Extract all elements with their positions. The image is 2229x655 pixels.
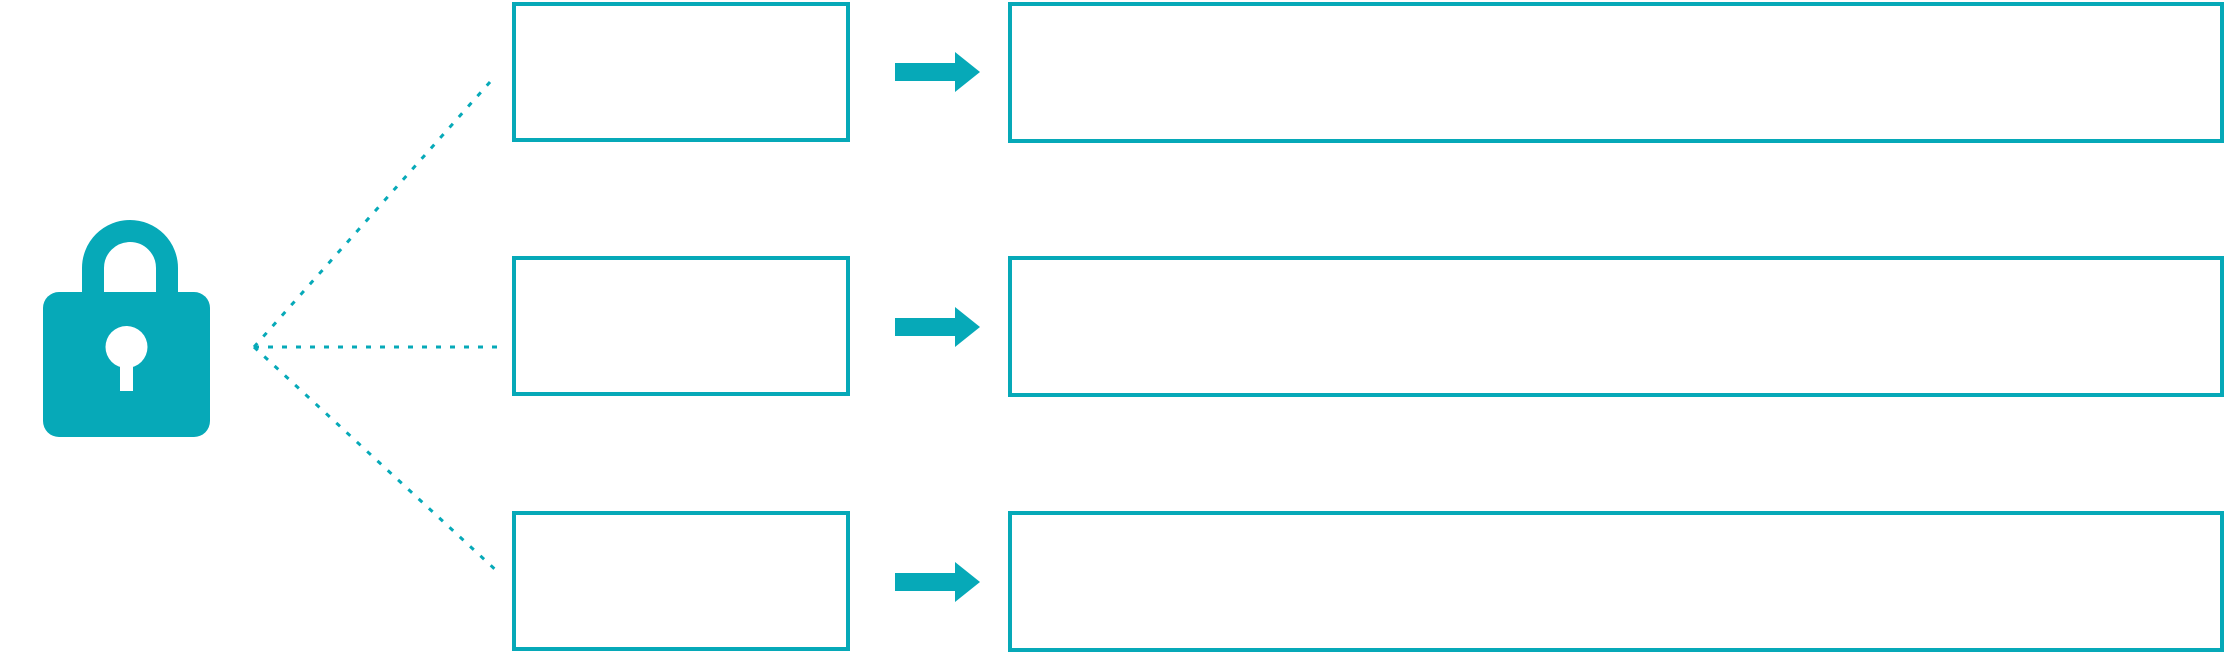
lock-icon bbox=[43, 220, 210, 437]
detail-box-2 bbox=[1008, 256, 2224, 397]
lock-keyhole-stem bbox=[120, 347, 133, 391]
arrow-right-icon bbox=[895, 562, 980, 602]
arrow-right-icon bbox=[895, 52, 980, 92]
key-box-2 bbox=[512, 256, 850, 396]
key-box-1 bbox=[512, 2, 850, 142]
key-box-3 bbox=[512, 511, 850, 651]
connector-line-top bbox=[252, 81, 492, 348]
lock-shackle bbox=[82, 220, 178, 303]
detail-box-3 bbox=[1008, 511, 2224, 652]
connector-line-bottom bbox=[252, 345, 501, 575]
arrow-right-icon bbox=[895, 307, 980, 347]
detail-box-1 bbox=[1008, 2, 2224, 143]
